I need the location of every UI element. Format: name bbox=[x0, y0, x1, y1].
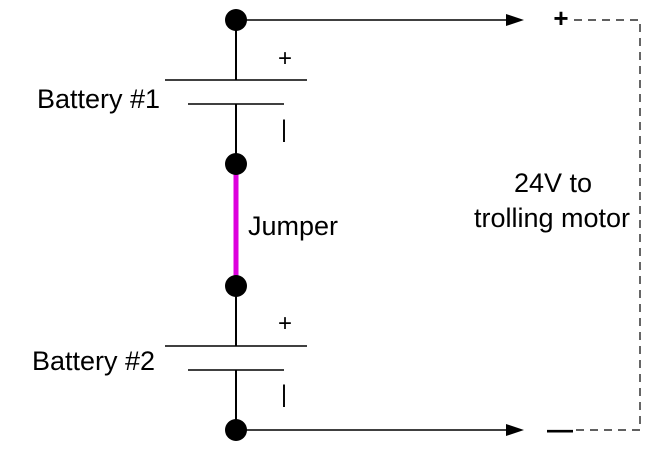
output-label-line1: 24V to bbox=[514, 168, 592, 198]
negative-output-arrow bbox=[236, 424, 524, 436]
battery2-minus: | bbox=[281, 381, 287, 408]
battery2-label: Battery #2 bbox=[32, 346, 155, 376]
battery2-plus: + bbox=[278, 310, 292, 337]
battery1-symbol bbox=[165, 79, 307, 105]
jumper-bottom-dot bbox=[225, 275, 247, 297]
battery1-label: Battery #1 bbox=[37, 84, 160, 114]
motor-dashed-connection bbox=[574, 19, 641, 431]
jumper-top-dot bbox=[225, 153, 247, 175]
positive-terminal-sign: + bbox=[553, 3, 568, 33]
jumper-label: Jumper bbox=[248, 211, 338, 241]
battery2-symbol bbox=[165, 345, 307, 371]
battery1-plus: + bbox=[278, 45, 292, 72]
output-label-line2: trolling motor bbox=[474, 203, 630, 233]
battery1-minus: | bbox=[281, 116, 287, 143]
positive-output-arrow bbox=[236, 14, 524, 26]
negative-terminal-sign: — bbox=[547, 414, 573, 444]
